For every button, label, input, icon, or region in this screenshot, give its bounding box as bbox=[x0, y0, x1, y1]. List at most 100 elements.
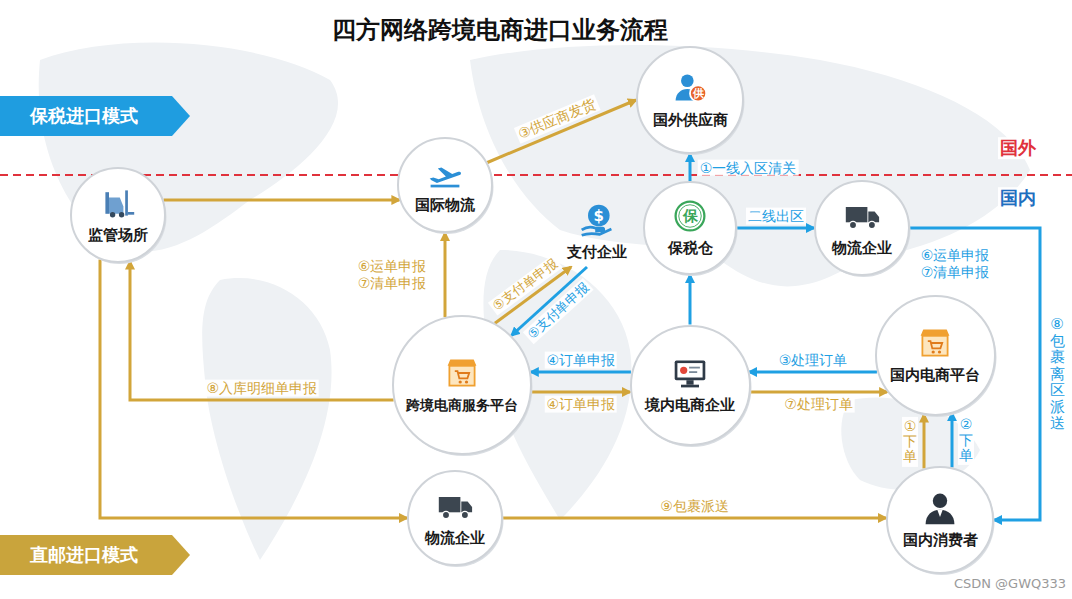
icon-glyph: 保 bbox=[683, 209, 698, 224]
entity-circle: 国内电商平台 bbox=[874, 294, 997, 417]
node-name: 保税仓 bbox=[668, 238, 713, 258]
circle-body bbox=[631, 326, 750, 445]
node-icon bbox=[427, 155, 463, 191]
node-name: 国际物流 bbox=[415, 195, 475, 215]
flow-arrow bbox=[923, 415, 926, 469]
flow-arrow bbox=[531, 371, 631, 374]
edge-label: 二线出区 bbox=[746, 208, 806, 225]
watermark: CSDN @GWQ333 bbox=[952, 576, 1068, 592]
node-name: 物流企业 bbox=[832, 238, 892, 258]
icon-graphic bbox=[844, 198, 880, 234]
circle-outline bbox=[406, 469, 504, 567]
flow-arrow bbox=[750, 391, 887, 394]
banner-arrow bbox=[0, 535, 190, 575]
circle-body bbox=[637, 47, 743, 153]
node-name: 监管场所 bbox=[88, 225, 148, 245]
edge-label: ⑨包裹派送 bbox=[658, 498, 731, 515]
node-content: 境内电商企业 bbox=[629, 324, 752, 447]
border-dashed-line bbox=[0, 174, 1072, 176]
node-content: 供国外供应商 bbox=[635, 45, 745, 155]
node-name: 物流企业 bbox=[425, 528, 485, 548]
circle-outline bbox=[69, 166, 167, 264]
circle-body bbox=[71, 168, 165, 262]
node-content: $支付企业 bbox=[561, 197, 633, 267]
edge-label: ④订单申报 bbox=[545, 396, 618, 413]
node-name: 境内电商企业 bbox=[645, 395, 735, 415]
edge-label: ④订单申报 bbox=[545, 352, 618, 369]
node-content: 监管场所 bbox=[69, 166, 167, 264]
region-label: 国内 bbox=[998, 187, 1038, 209]
flow-arrow bbox=[130, 262, 394, 401]
node-icon bbox=[437, 488, 473, 524]
icon-graphic bbox=[437, 488, 473, 524]
circle-body bbox=[815, 181, 909, 275]
node-name: 国内消费者 bbox=[903, 530, 978, 550]
entity-circle: 供国外供应商 bbox=[635, 45, 745, 155]
edge-label: ⑧包裹离区派送 bbox=[1049, 314, 1066, 434]
edge-label: ③处理订单 bbox=[777, 352, 850, 369]
banner-text: 保税进口模式 bbox=[30, 104, 138, 128]
node-icon: 供 bbox=[672, 70, 708, 106]
node-icon: $ bbox=[579, 202, 615, 238]
flow-arrow bbox=[164, 199, 400, 202]
icon-graphic bbox=[922, 490, 958, 526]
entity-circle: 物流企业 bbox=[813, 179, 911, 277]
entity-circle: 保保税仓 bbox=[642, 180, 738, 276]
entity-circle: 物流企业 bbox=[406, 469, 504, 567]
flow-arrow bbox=[951, 413, 954, 467]
node-content: 物流企业 bbox=[406, 469, 504, 567]
icon-glyph: $ bbox=[594, 208, 604, 223]
circle-outline bbox=[813, 179, 911, 277]
node-icon bbox=[672, 355, 708, 391]
icon-graphic bbox=[917, 325, 953, 361]
edge-label: ⑤支付单申报 bbox=[488, 254, 562, 314]
edge-label: ①下单 bbox=[902, 416, 918, 466]
node-icon bbox=[922, 490, 958, 526]
flow-arrow bbox=[749, 371, 877, 374]
entity-circle: 监管场所 bbox=[69, 166, 167, 264]
banner-arrow bbox=[0, 96, 190, 136]
diagram-title: 四方网络跨境电商进口业务流程 bbox=[0, 14, 1000, 46]
circle-body bbox=[887, 467, 993, 573]
flow-arrow bbox=[689, 154, 692, 181]
entity-circle: 国际物流 bbox=[396, 136, 494, 234]
flow-arrow bbox=[512, 267, 588, 336]
step-note: ⑥运单申报 ⑦清单申报 bbox=[919, 247, 1001, 281]
edge-label: ②下单 bbox=[958, 415, 974, 465]
entity-circle: 境内电商企业 bbox=[629, 324, 752, 447]
flow-arrow bbox=[689, 275, 692, 325]
banner-content: 直邮进口模式 bbox=[0, 535, 190, 575]
icon-graphic bbox=[100, 185, 136, 221]
icon-node: $支付企业 bbox=[561, 197, 633, 267]
icon-graphic bbox=[427, 155, 463, 191]
flow-arrow bbox=[444, 233, 447, 317]
node-content: 国际物流 bbox=[396, 136, 494, 234]
edge-label: ⑤支付单申报 bbox=[523, 278, 593, 344]
edge-label: ⑥运单申报 ⑦清单申报 bbox=[356, 258, 438, 292]
node-icon bbox=[844, 198, 880, 234]
node-content: 跨境电商服务平台 bbox=[391, 314, 533, 456]
circle-body bbox=[398, 138, 492, 232]
icon-graphic bbox=[672, 355, 708, 391]
circle-body bbox=[644, 182, 736, 274]
icon-glyph: 供 bbox=[693, 88, 704, 99]
mode-banner: 直邮进口模式 bbox=[0, 535, 190, 575]
flow-arrow bbox=[737, 227, 814, 230]
map-landmass bbox=[39, 43, 1030, 560]
icon-graphic bbox=[444, 355, 480, 391]
node-content: 物流企业 bbox=[813, 179, 911, 277]
edge-label: ③供应商发货 bbox=[514, 95, 600, 144]
mode-banner: 保税进口模式 bbox=[0, 96, 190, 136]
edge-label: ⑦处理订单 bbox=[782, 396, 855, 413]
circle-body bbox=[408, 471, 502, 565]
node-content: 保保税仓 bbox=[642, 180, 738, 276]
entity-circle: 国内消费者 bbox=[885, 465, 995, 575]
circle-body bbox=[876, 296, 995, 415]
banner-content: 保税进口模式 bbox=[0, 96, 190, 136]
node-name: 国外供应商 bbox=[653, 110, 728, 130]
circle-body bbox=[393, 316, 531, 454]
entity-circle: 跨境电商服务平台 bbox=[391, 314, 533, 456]
flow-arrow bbox=[487, 100, 636, 163]
node-icon bbox=[100, 185, 136, 221]
